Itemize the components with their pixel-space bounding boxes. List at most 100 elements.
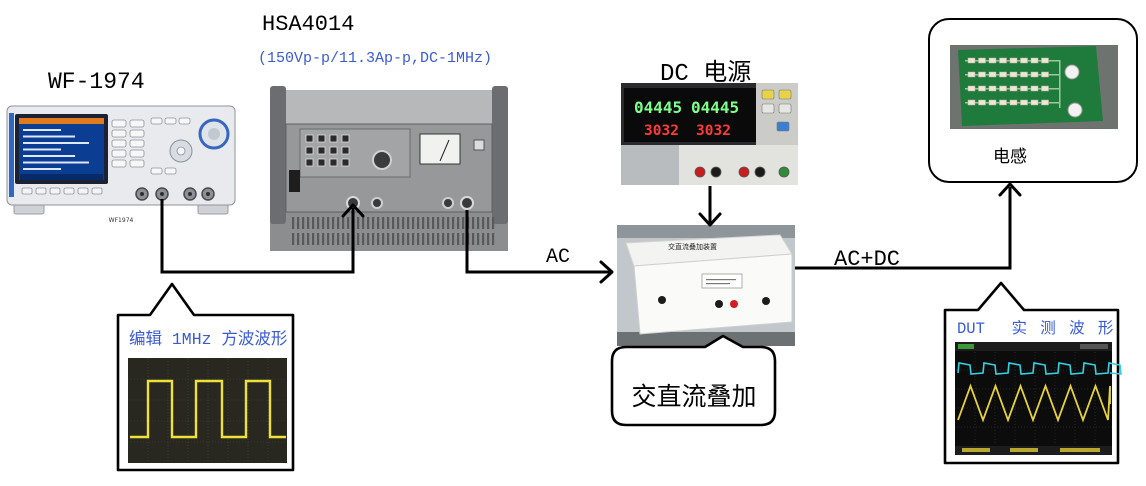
dut-waveform-callout: DUT 实 测 波 形 xyxy=(943,281,1122,465)
edit-waveform-callout: 编辑 1MHz 方波波形 xyxy=(116,282,295,472)
hsa4014-panel-button xyxy=(341,134,350,143)
hsa4014-vent-slot xyxy=(412,217,415,229)
pcb-inductor xyxy=(1041,71,1049,78)
hsa4014-vent-slot xyxy=(367,233,370,245)
wf1974-screen-softkey-bar xyxy=(20,174,103,180)
hsa4014-output-connector xyxy=(460,196,474,210)
pcb-board xyxy=(958,46,1103,126)
arrow-into-superposition xyxy=(599,260,614,284)
dc-supply-terminal xyxy=(754,166,766,178)
dc-supply-buttons xyxy=(761,89,792,132)
wf1974-screen-line xyxy=(23,135,75,138)
square-wave-trace xyxy=(130,379,286,439)
pcb-inductor xyxy=(1030,57,1039,64)
inductor-panel: 电感 xyxy=(928,18,1138,183)
hsa4014-vent-slot xyxy=(422,217,425,229)
pcb-inductor xyxy=(1030,71,1039,78)
pcb-inductor xyxy=(1041,85,1049,92)
hsa4014-vent-slot xyxy=(437,217,440,229)
dc-supply-key xyxy=(776,121,790,132)
hsa4014-vent-slot xyxy=(427,233,430,245)
wf1974-output-connectors xyxy=(135,187,215,201)
dc-ch1-current-readout: 3032 xyxy=(644,123,679,139)
hsa4014-vent-slot xyxy=(347,217,350,229)
hsa4014-buttons xyxy=(305,134,350,167)
hsa4014-power-switch xyxy=(289,170,300,192)
wf1974-channel-key xyxy=(150,167,163,175)
wf1974-function-key xyxy=(129,119,145,128)
dc-ch1-voltage-readout: 04445 xyxy=(634,98,682,117)
dut-scope-screen xyxy=(955,342,1112,455)
hsa4014-vent-slot xyxy=(472,217,475,229)
hsa4014-panel-button xyxy=(341,158,350,167)
dut-voltage-trace xyxy=(957,383,1111,423)
hsa4014-vent-slot xyxy=(322,233,325,245)
pcb-inductor xyxy=(967,71,976,78)
wf1974-keypad xyxy=(111,117,191,175)
pcb-inductor xyxy=(1009,99,1018,106)
hsa4014-panel-button xyxy=(305,158,314,167)
wf1974-mode-key xyxy=(150,117,163,125)
device-box-plate: 交直流叠加装置 xyxy=(668,242,717,251)
wf1974-function-key xyxy=(129,129,145,138)
hsa4014-vent-slot xyxy=(402,233,405,245)
hsa4014-vent-slot xyxy=(407,233,410,245)
device-front-label-line xyxy=(706,283,730,285)
hsa4014-panel-button xyxy=(317,146,326,155)
wf1974-blue-trim xyxy=(9,113,14,197)
hsa4014-vent-slot xyxy=(462,233,465,245)
hsa4014-vent-slot xyxy=(377,217,380,229)
hsa4014-vent-slot xyxy=(492,217,495,229)
pcb-inductor xyxy=(1041,57,1049,64)
device-dc-terminal-red xyxy=(730,300,738,308)
hsa4014-vent-slot xyxy=(292,233,295,245)
hsa4014-vent-slot xyxy=(447,233,450,245)
hsa4014-vent-slot xyxy=(452,217,455,229)
superposition-label: 交直流叠加 xyxy=(631,382,756,411)
hsa4014-panel-button xyxy=(317,134,326,143)
hsa4014-title: HSA4014 xyxy=(262,12,354,37)
hsa4014-vent-slot xyxy=(462,217,465,229)
dc-supply-terminal xyxy=(738,166,750,178)
hsa4014-vent-slot xyxy=(307,233,310,245)
wf1974-function-key xyxy=(111,119,127,128)
pcb-inductor xyxy=(1041,99,1049,106)
hsa4014-vent-slot xyxy=(307,217,310,229)
pcb-inductor xyxy=(967,85,976,92)
pcb-inductor-array xyxy=(965,57,1061,108)
hsa4014-panel-button xyxy=(329,134,338,143)
hsa4014-vent-slot xyxy=(322,217,325,229)
hsa4014-vent-slot xyxy=(422,233,425,245)
dc-power-supply: 04445 04445 3032 3032 xyxy=(621,83,798,185)
pcb-inductor xyxy=(988,99,997,106)
device-front-label xyxy=(701,273,743,289)
pcb-inductor xyxy=(978,71,986,78)
hsa4014-spec: (150Vp-p/11.3Ap-p,DC-1MHz) xyxy=(258,50,492,67)
device-box-front xyxy=(633,253,793,335)
device-input-terminal xyxy=(658,296,666,304)
hsa4014-vent-slot xyxy=(312,233,315,245)
hsa4014-panel-button xyxy=(305,134,314,143)
dc-ch2-current-readout: 3032 xyxy=(696,123,731,139)
hsa4014-vent-slot xyxy=(327,233,330,245)
hsa4014-panel-button xyxy=(305,146,314,155)
hsa4014-vent-slot xyxy=(452,233,455,245)
wf1974-screen-content xyxy=(19,118,104,180)
device-front-label-line xyxy=(706,279,736,281)
hsa4014-vent-slot xyxy=(367,217,370,229)
arrow-into-amplifier xyxy=(341,203,365,218)
device-dc-terminal-black xyxy=(715,300,723,308)
hsa4014-vent-slot xyxy=(297,233,300,245)
hsa4014-vent-slot xyxy=(442,233,445,245)
wf1974-bnc-pin xyxy=(188,192,192,196)
hsa4014-vent-slot xyxy=(382,233,385,245)
hsa4014-vent-slot xyxy=(477,217,480,229)
pcb-inductor xyxy=(967,99,976,106)
wf1974-softkey xyxy=(21,187,33,195)
hsa4014-vent-slot xyxy=(397,217,400,229)
hsa4014-vent-slot xyxy=(417,217,420,229)
wf1974-mode-key xyxy=(164,117,177,125)
device-output-terminal xyxy=(762,297,770,305)
wf1974-screen-line xyxy=(23,161,89,164)
hsa4014-panel-button xyxy=(329,146,338,155)
